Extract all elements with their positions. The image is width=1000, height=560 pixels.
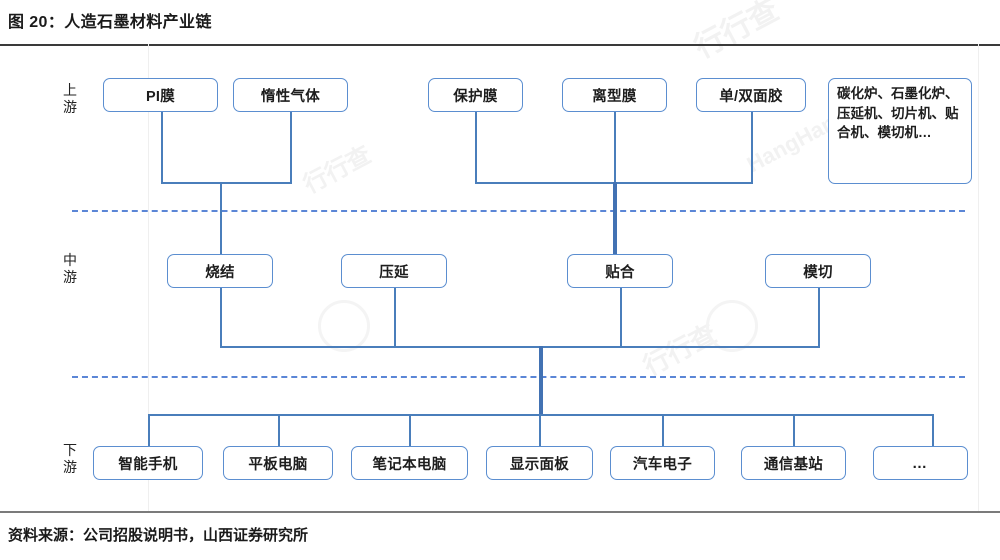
connector-die-cutting-down [818,288,820,348]
node-upstream-release-film[interactable]: 离型膜 [562,78,667,112]
connector-midstream-to-downstream [539,346,543,416]
connector-to-laptop [409,414,411,446]
connector-to-display-panel [539,414,541,446]
connector-pi-film-down [161,112,163,184]
node-downstream-smartphone[interactable]: 智能手机 [93,446,203,480]
node-midstream-lamination[interactable]: 贴合 [567,254,673,288]
node-downstream-others[interactable]: … [873,446,968,480]
node-downstream-laptop[interactable]: 笔记本电脑 [351,446,468,480]
supply-chain-diagram: 上 游 中 游 下 游 [0,46,1000,510]
node-label: … [912,454,929,472]
connector-to-tablet [278,414,280,446]
node-label: 离型膜 [592,88,637,105]
connector-group-b-to-lamination [613,182,617,268]
node-label: PI膜 [145,88,176,105]
node-midstream-die-cutting[interactable]: 模切 [765,254,871,288]
header-divider [0,44,1000,46]
node-downstream-automotive-electronics[interactable]: 汽车电子 [610,446,715,480]
connector-midstream-bus [220,346,820,348]
node-upstream-pi-film[interactable]: PI膜 [103,78,218,112]
frame-edge-right [978,44,979,512]
tier-label-midstream-line2: 游 [63,269,77,285]
node-label: 通信基站 [763,456,824,473]
tier-label-upstream-line2: 游 [63,99,77,115]
connector-inert-gas-down [290,112,292,184]
connector-release-film-down [614,112,616,184]
connector-sintering-down [220,288,222,348]
node-midstream-sintering[interactable]: 烧结 [167,254,273,288]
node-label: 显示面板 [509,456,570,473]
footer-divider [0,511,1000,513]
node-label: 笔记本电脑 [372,456,447,473]
node-midstream-calendering[interactable]: 压延 [341,254,447,288]
node-upstream-protective-film[interactable]: 保护膜 [428,78,523,112]
node-label: 保护膜 [453,88,498,105]
node-upstream-inert-gas[interactable]: 惰性气体 [233,78,348,112]
figure-source: 资料来源：公司招股说明书，山西证券研究所 [8,527,309,544]
node-label: 碳化炉、石墨化炉、压延机、切片机、贴合机、模切机… [837,86,959,140]
figure-title: 图 20：人造石墨材料产业链 [8,14,212,31]
node-label: 惰性气体 [260,88,321,105]
connector-calendering-down [394,288,396,348]
node-label: 贴合 [605,264,635,281]
node-upstream-adhesive[interactable]: 单/双面胶 [696,78,806,112]
connector-group-a-bus [161,182,292,184]
connector-group-a-to-sintering [220,182,222,268]
node-label: 平板电脑 [248,456,308,473]
node-label: 汽车电子 [632,456,693,473]
connector-downstream-bus [148,414,934,416]
separator-upstream-midstream [72,210,965,212]
node-label: 单/双面胶 [719,88,783,105]
node-downstream-tablet[interactable]: 平板电脑 [223,446,333,480]
node-upstream-equipment[interactable]: 碳化炉、石墨化炉、压延机、切片机、贴合机、模切机… [828,78,972,184]
connector-to-base-station [793,414,795,446]
tier-label-upstream: 上 游 [56,82,84,116]
tier-label-downstream-line2: 游 [63,459,77,475]
connector-lamination-down [620,288,622,348]
tier-label-downstream: 下 游 [56,442,84,476]
node-downstream-base-station[interactable]: 通信基站 [741,446,846,480]
connector-to-smartphone [148,414,150,446]
connector-to-automotive [662,414,664,446]
node-label: 智能手机 [118,456,178,473]
tier-label-downstream-line1: 下 [63,442,77,458]
node-label: 模切 [803,264,833,281]
tier-label-midstream-line1: 中 [63,252,77,268]
tier-label-midstream: 中 游 [56,252,84,286]
tier-label-upstream-line1: 上 [63,82,77,98]
node-downstream-display-panel[interactable]: 显示面板 [486,446,593,480]
connector-to-others [932,414,934,446]
separator-midstream-downstream [72,376,965,378]
node-label: 烧结 [205,264,235,281]
frame-edge-left [148,44,149,512]
connector-adhesive-down [751,112,753,184]
connector-protective-film-down [475,112,477,184]
node-label: 压延 [379,264,409,281]
